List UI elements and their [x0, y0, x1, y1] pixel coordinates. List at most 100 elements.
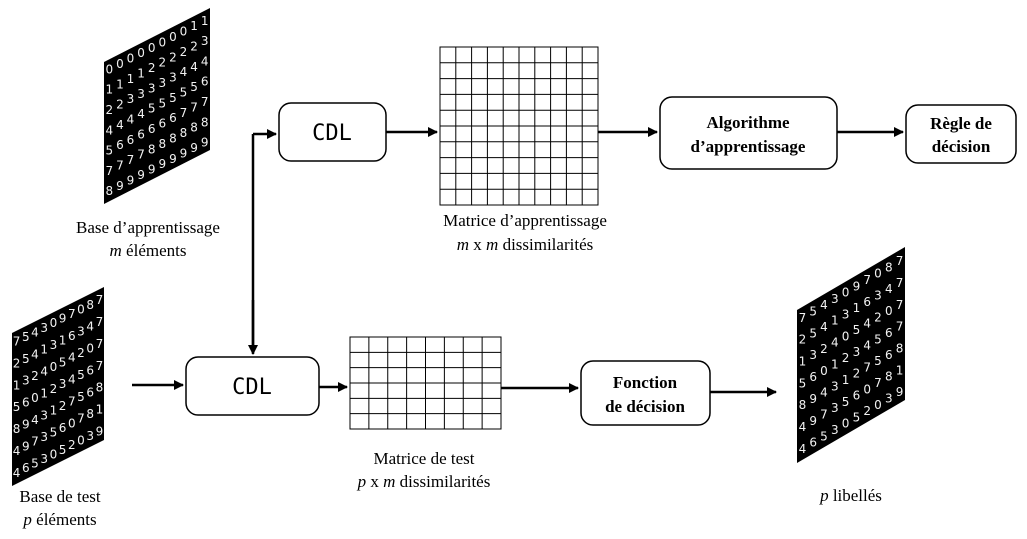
digit-glyph: 8: [799, 398, 807, 412]
digit-glyph: 3: [158, 76, 166, 90]
digit-glyph: 7: [896, 298, 904, 312]
digit-glyph: 4: [116, 118, 124, 132]
digit-glyph: 1: [13, 378, 21, 392]
digit-glyph: 1: [831, 357, 839, 371]
digit-glyph: 6: [885, 348, 893, 362]
digit-glyph: 6: [127, 133, 135, 147]
digit-glyph: 0: [874, 398, 882, 412]
learning-algorithm-label-2: d’apprentissage: [691, 137, 806, 156]
decision-rule-label-1: Règle de: [930, 114, 992, 133]
test-matrix-caption: Matrice de test: [373, 449, 474, 468]
digit-glyph: 4: [137, 107, 145, 121]
digit-glyph: 3: [86, 429, 94, 443]
digit-glyph: 3: [137, 87, 145, 101]
digit-glyph: 0: [842, 417, 850, 431]
digit-glyph: 1: [831, 314, 839, 328]
digit-glyph: 6: [853, 389, 861, 403]
digit-glyph: 7: [896, 276, 904, 290]
digit-glyph: 0: [863, 382, 871, 396]
digit-glyph: 6: [22, 461, 30, 475]
digit-glyph: 3: [831, 423, 839, 437]
digit-glyph: 4: [31, 413, 39, 427]
digit-glyph: 1: [40, 343, 48, 357]
digit-glyph: 0: [31, 391, 39, 405]
digit-glyph: 3: [842, 307, 850, 321]
digit-glyph: 8: [180, 126, 188, 140]
digit-glyph: 0: [86, 342, 94, 356]
digit-glyph: 5: [59, 355, 67, 369]
digit-glyph: 1: [59, 334, 67, 348]
digit-glyph: 6: [809, 436, 817, 450]
digit-glyph: 9: [148, 163, 156, 177]
digit-glyph: 3: [169, 71, 177, 85]
digit-glyph: 0: [105, 62, 113, 76]
digit-glyph: 5: [874, 332, 882, 346]
digit-glyph: 7: [116, 159, 124, 173]
digit-glyph: 8: [158, 137, 166, 151]
digit-glyph: 2: [31, 369, 39, 383]
digit-glyph: 6: [86, 363, 94, 377]
digit-glyph: 5: [853, 410, 861, 424]
digit-glyph: 4: [831, 336, 839, 350]
digit-glyph: 5: [853, 323, 861, 337]
digit-glyph: 8: [86, 407, 94, 421]
digit-glyph: 4: [127, 113, 135, 127]
digit-glyph: 1: [127, 72, 135, 86]
digit-glyph: 1: [201, 14, 209, 28]
training-base-count: m éléments: [110, 241, 187, 260]
digit-glyph: 0: [169, 30, 177, 44]
digit-glyph: 7: [105, 164, 113, 178]
digit-glyph: 6: [863, 295, 871, 309]
digit-glyph: 7: [180, 106, 188, 120]
digit-glyph: 2: [68, 438, 76, 452]
digit-glyph: 2: [158, 56, 166, 70]
digit-glyph: 0: [158, 35, 166, 49]
digit-glyph: 8: [896, 342, 904, 356]
digit-glyph: 7: [820, 408, 828, 422]
digit-glyph: 2: [874, 310, 882, 324]
digit-glyph: 6: [158, 117, 166, 131]
training-matrix-size: m x m dissimilarités: [457, 235, 593, 254]
digit-glyph: 3: [874, 289, 882, 303]
digit-glyph: 2: [842, 351, 850, 365]
digit-glyph: 9: [169, 152, 177, 166]
digit-glyph: 3: [148, 81, 156, 95]
digit-glyph: 2: [50, 382, 58, 396]
digit-glyph: 9: [809, 414, 817, 428]
digit-glyph: 3: [885, 392, 893, 406]
digit-glyph: 9: [896, 385, 904, 399]
digit-glyph: 8: [169, 132, 177, 146]
digit-glyph: 1: [40, 386, 48, 400]
digit-glyph: 6: [148, 122, 156, 136]
digit-glyph: 5: [799, 376, 807, 390]
test-base-count: p éléments: [22, 510, 96, 529]
digit-glyph: 6: [169, 111, 177, 125]
decision-rule-box: [905, 104, 1017, 164]
digit-glyph: 5: [809, 326, 817, 340]
digit-glyph: 0: [137, 46, 145, 60]
digit-glyph: 2: [116, 98, 124, 112]
digit-glyph: 7: [31, 435, 39, 449]
digit-glyph: 8: [96, 381, 104, 395]
digit-glyph: 5: [59, 443, 67, 457]
digit-glyph: 4: [863, 317, 871, 331]
digit-glyph: 4: [820, 386, 828, 400]
decision-function-label-1: Fonction: [613, 373, 678, 392]
digit-glyph: 2: [148, 61, 156, 75]
digit-glyph: 6: [116, 138, 124, 152]
digit-glyph: 7: [874, 376, 882, 390]
digit-glyph: 4: [799, 442, 807, 456]
training-matrix-caption: Matrice d’apprentissage: [443, 211, 607, 230]
digit-glyph: 9: [96, 424, 104, 438]
digit-glyph: 5: [820, 429, 828, 443]
digit-glyph: 4: [799, 420, 807, 434]
digit-glyph: 1: [96, 403, 104, 417]
test-matrix-grid: [349, 336, 502, 430]
digit-glyph: 7: [96, 293, 104, 307]
digit-glyph: 7: [190, 100, 198, 114]
digit-glyph: 0: [874, 267, 882, 281]
